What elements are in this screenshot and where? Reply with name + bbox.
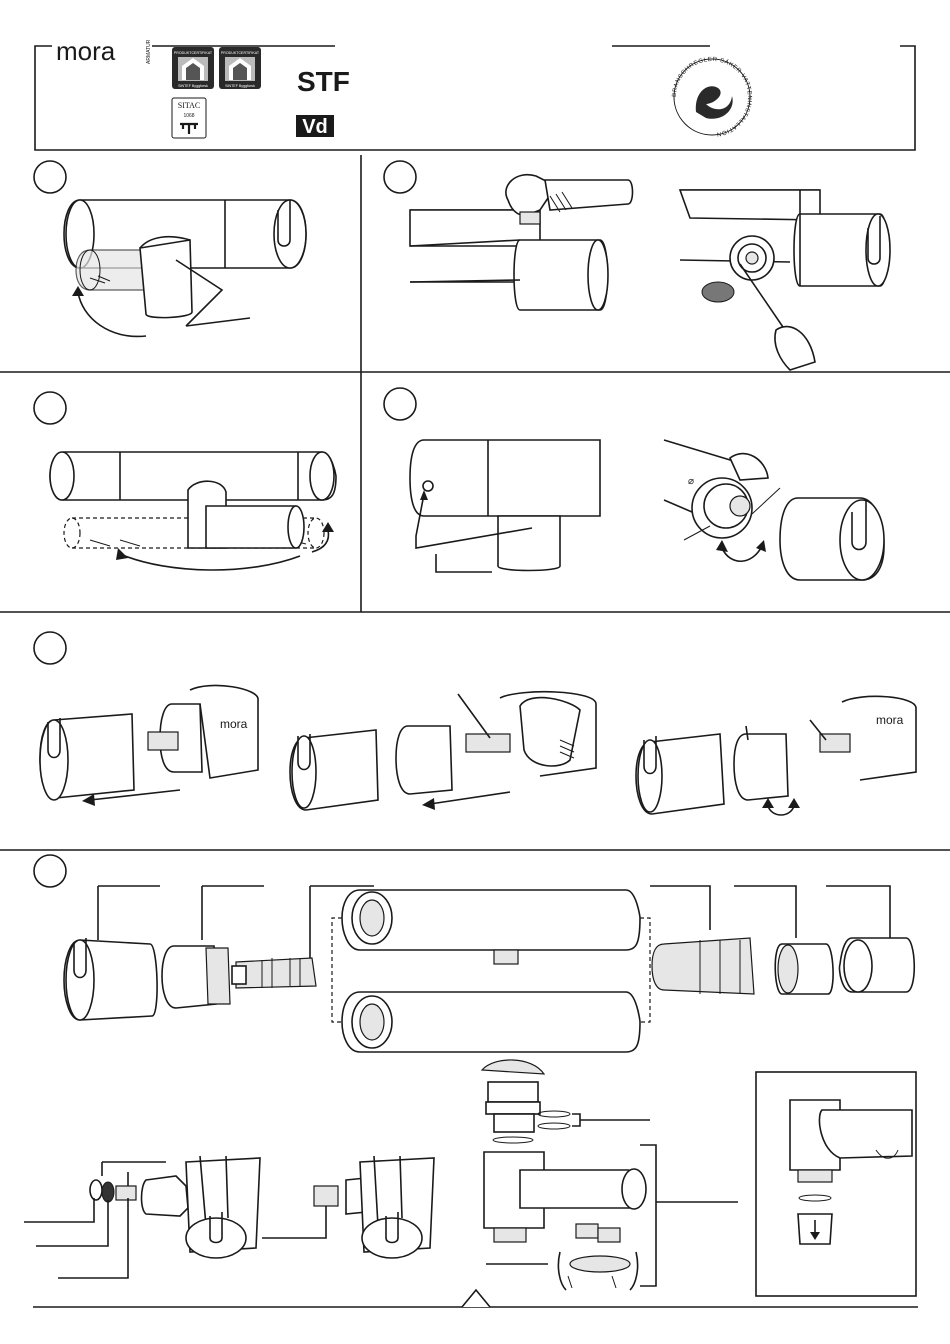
svg-text:Vd: Vd (302, 116, 328, 138)
panel-5-illustration: mora mora (40, 685, 916, 815)
wrench-icon (506, 175, 633, 224)
brand-sub: ARMATUR (146, 39, 152, 64)
panel-2-illustration (410, 175, 890, 370)
step-marker-4 (384, 388, 416, 420)
svg-text:SITAC: SITAC (178, 101, 200, 110)
svg-text:PRODUKTCERTIFIKAT: PRODUKTCERTIFIKAT (174, 51, 213, 55)
product-brand-label-2: mora (876, 713, 904, 727)
cert-badge-1: PRODUKTCERTIFIKAT SINTEF Byggforsk (172, 47, 214, 89)
sitac-badge: SITAC 1068 (172, 98, 206, 138)
svg-text:SINTEF Byggforsk: SINTEF Byggforsk (178, 84, 208, 88)
svg-text:⌀: ⌀ (688, 476, 694, 487)
rotation-arrow-icon (716, 540, 766, 561)
step-marker-5 (34, 632, 66, 664)
product-brand-label: mora (220, 717, 248, 731)
brand-logo: mora ARMATUR (56, 36, 152, 66)
panel-1-illustration (64, 200, 306, 336)
svg-text:STF: STF (297, 66, 350, 97)
panel-4-illustration: ⌀ (410, 440, 884, 580)
panel-6-illustration (24, 886, 916, 1296)
step-marker-1 (34, 161, 66, 193)
stf-logo: STF (297, 66, 350, 97)
vd-logo: Vd (296, 115, 334, 138)
step-marker-3 (34, 392, 66, 424)
svg-text:1068: 1068 (183, 113, 194, 119)
svg-text:PRODUKTCERTIFIKAT: PRODUKTCERTIFIKAT (221, 51, 260, 55)
brand-name: mora (56, 36, 116, 66)
panel-3-illustration (50, 452, 336, 570)
step-marker-2 (384, 161, 416, 193)
step-marker-6 (34, 855, 66, 887)
svg-text:SINTEF Byggforsk: SINTEF Byggforsk (225, 84, 255, 88)
footer (33, 1290, 918, 1307)
safety-seal: BRANSCHREGLER SÄKER VATTENINSTALLATION (672, 57, 752, 137)
warning-triangle-icon (462, 1290, 490, 1307)
header-frame (35, 46, 915, 150)
cert-badge-2: PRODUKTCERTIFIKAT SINTEF Byggforsk (219, 47, 261, 89)
